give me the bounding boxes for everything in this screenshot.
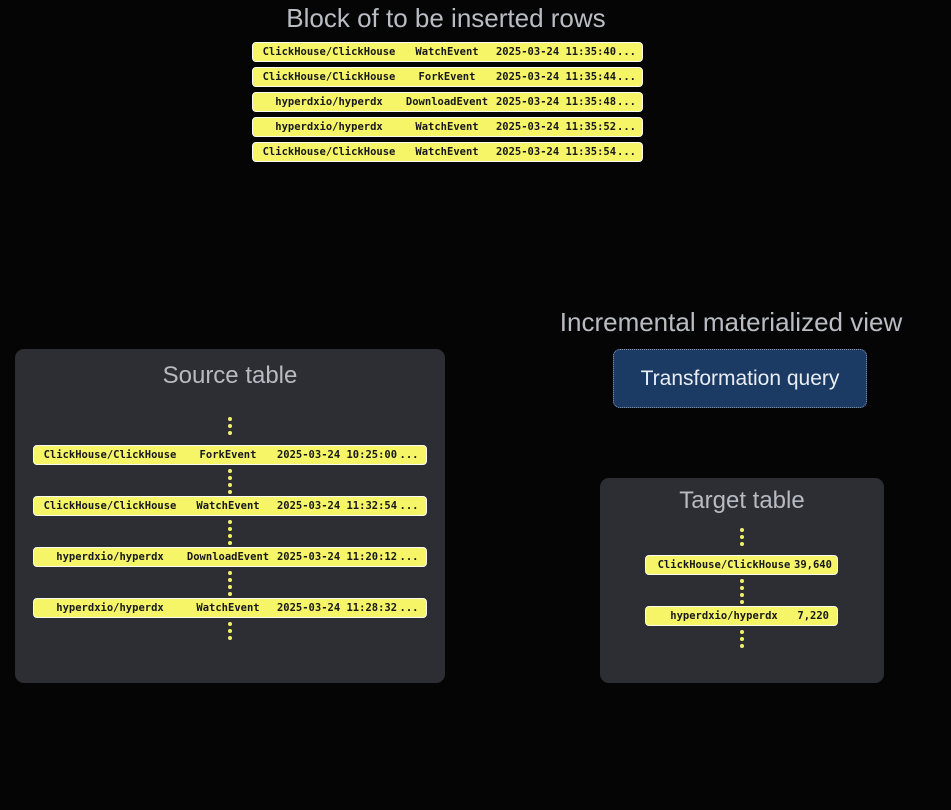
- more-cell: ...: [617, 71, 636, 83]
- repo-cell: ClickHouse/ClickHouse: [43, 500, 177, 512]
- time-cell: 2025-03-24 11:35:40: [495, 46, 617, 58]
- repo-cell: hyperdxio/hyperdx: [56, 551, 164, 563]
- time-cell: 2025-03-24 11:20:12: [276, 551, 398, 563]
- vertical-ellipsis-icon: [740, 528, 744, 546]
- table-row: ClickHouse/ClickHouse ForkEvent 2025-03-…: [33, 445, 427, 465]
- event-cell: ForkEvent: [418, 71, 476, 83]
- table-row: ClickHouse/ClickHouse 39,640: [645, 555, 838, 575]
- event-cell: WatchEvent: [196, 602, 260, 614]
- more-cell: ...: [399, 551, 419, 563]
- more-cell: ...: [399, 449, 419, 461]
- more-cell: ...: [617, 96, 636, 108]
- count-cell: 7,220: [797, 610, 829, 622]
- table-row: hyperdxio/hyperdx 7,220: [645, 606, 838, 626]
- more-cell: ...: [617, 146, 636, 158]
- time-cell: 2025-03-24 11:32:54: [276, 500, 398, 512]
- time-cell: 2025-03-24 11:35:54: [495, 146, 617, 158]
- table-row: ClickHouse/ClickHouse WatchEvent 2025-03…: [252, 142, 643, 162]
- vertical-ellipsis-icon: [228, 469, 232, 494]
- event-cell: DownloadEvent: [186, 551, 270, 563]
- table-row: hyperdxio/hyperdx WatchEvent 2025-03-24 …: [252, 117, 643, 137]
- table-row: ClickHouse/ClickHouse WatchEvent 2025-03…: [252, 42, 643, 62]
- table-row: hyperdxio/hyperdx WatchEvent 2025-03-24 …: [33, 598, 427, 618]
- event-cell: WatchEvent: [415, 121, 479, 133]
- table-row: ClickHouse/ClickHouse ForkEvent 2025-03-…: [252, 67, 643, 87]
- vertical-ellipsis-icon: [228, 417, 232, 435]
- table-row: hyperdxio/hyperdx DownloadEvent 2025-03-…: [33, 547, 427, 567]
- repo-cell: ClickHouse/ClickHouse: [262, 146, 396, 158]
- event-cell: DownloadEvent: [405, 96, 489, 108]
- repo-cell: ClickHouse/ClickHouse: [657, 559, 791, 571]
- more-cell: ...: [617, 46, 636, 58]
- more-cell: ...: [399, 500, 419, 512]
- target-table-title: Target table: [679, 487, 805, 514]
- table-row: ClickHouse/ClickHouse WatchEvent 2025-03…: [33, 496, 427, 516]
- repo-cell: ClickHouse/ClickHouse: [43, 449, 177, 461]
- target-table-panel: Target table ClickHouse/ClickHouse 39,64…: [600, 478, 884, 683]
- vertical-ellipsis-icon: [228, 622, 232, 640]
- more-cell: ...: [617, 121, 636, 133]
- time-cell: 2025-03-24 11:35:48: [495, 96, 617, 108]
- vertical-ellipsis-icon: [740, 630, 744, 648]
- repo-cell: hyperdxio/hyperdx: [275, 121, 383, 133]
- more-cell: ...: [399, 602, 419, 614]
- count-cell: 39,640: [794, 559, 832, 571]
- time-cell: 2025-03-24 11:28:32: [276, 602, 398, 614]
- insert-block-title: Block of to be inserted rows: [286, 3, 606, 33]
- repo-cell: ClickHouse/ClickHouse: [262, 71, 396, 83]
- event-cell: WatchEvent: [415, 146, 479, 158]
- vertical-ellipsis-icon: [228, 520, 232, 545]
- repo-cell: hyperdxio/hyperdx: [275, 96, 383, 108]
- event-cell: WatchEvent: [196, 500, 260, 512]
- insert-block: ClickHouse/ClickHouse WatchEvent 2025-03…: [252, 42, 643, 167]
- repo-cell: hyperdxio/hyperdx: [670, 610, 778, 622]
- vertical-ellipsis-icon: [740, 579, 744, 604]
- time-cell: 2025-03-24 11:35:44: [495, 71, 617, 83]
- event-cell: ForkEvent: [199, 449, 257, 461]
- event-cell: WatchEvent: [415, 46, 479, 58]
- table-row: hyperdxio/hyperdx DownloadEvent 2025-03-…: [252, 92, 643, 112]
- repo-cell: hyperdxio/hyperdx: [56, 602, 164, 614]
- materialized-view-title: Incremental materialized view: [559, 307, 903, 337]
- vertical-ellipsis-icon: [228, 571, 232, 596]
- repo-cell: ClickHouse/ClickHouse: [262, 46, 396, 58]
- transformation-query-box: Transformation query: [613, 349, 867, 408]
- source-table-panel: Source table ClickHouse/ClickHouse ForkE…: [15, 349, 445, 683]
- time-cell: 2025-03-24 11:35:52: [495, 121, 617, 133]
- time-cell: 2025-03-24 10:25:00: [276, 449, 398, 461]
- source-table-title: Source table: [162, 362, 298, 389]
